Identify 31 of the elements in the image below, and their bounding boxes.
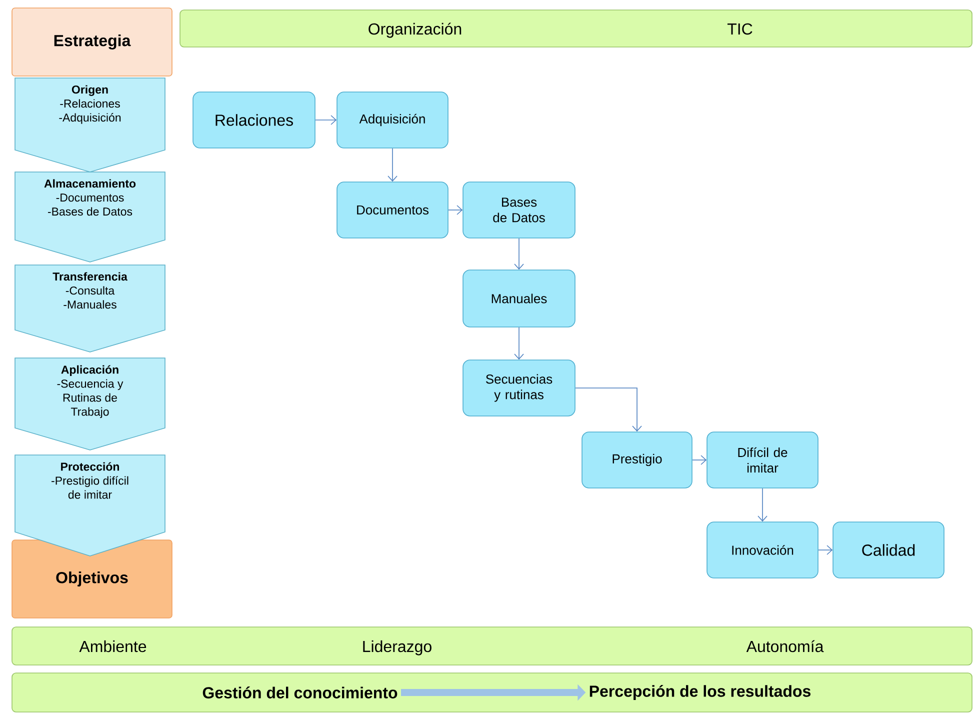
band: Organización TIC — [180, 10, 972, 48]
arrow — [448, 205, 463, 215]
process-box: Documentos — [336, 182, 448, 238]
rounded-box: Estrategia — [12, 8, 172, 76]
process-box: Prestigio — [582, 432, 692, 488]
rounded-box: Objetivos — [12, 540, 172, 618]
band-text: Gestión del conocimiento — [202, 686, 398, 698]
arrow — [315, 115, 337, 125]
arrow — [758, 488, 768, 522]
band-text: Percepción de los resultados — [590, 684, 810, 700]
process-box: Manuales — [462, 270, 576, 328]
arrow — [388, 148, 398, 182]
arrow — [692, 455, 707, 465]
process-box: Innovación — [706, 522, 818, 578]
process-box: Bases de Datos — [462, 182, 576, 238]
arrow — [575, 388, 642, 432]
arrow — [818, 545, 833, 555]
process-box: Secuencias y rutinas — [462, 360, 576, 416]
process-box: Difícil de imitar — [706, 432, 818, 488]
band — [12, 672, 972, 712]
chevron-box: Protección -Prestigio difícil de imitar — [14, 454, 166, 556]
chevron-box: Aplicación -Secuencia y Rutinas de Trabajo — [14, 358, 166, 450]
process-box: Adquisición — [336, 92, 448, 148]
chevron-box: Origen -Relaciones -Adquisición — [14, 78, 166, 172]
band: Ambiente Liderazgo Autonomía — [12, 626, 972, 666]
process-box: Calidad — [832, 522, 944, 578]
chevron-box: Transferencia -Consulta -Manuales — [14, 264, 166, 352]
arrow — [514, 238, 524, 270]
chevron-box: Almacenamiento -Documentos -Bases de Datos — [14, 172, 166, 262]
process-box: Relaciones — [192, 92, 316, 148]
arrow — [514, 327, 524, 360]
